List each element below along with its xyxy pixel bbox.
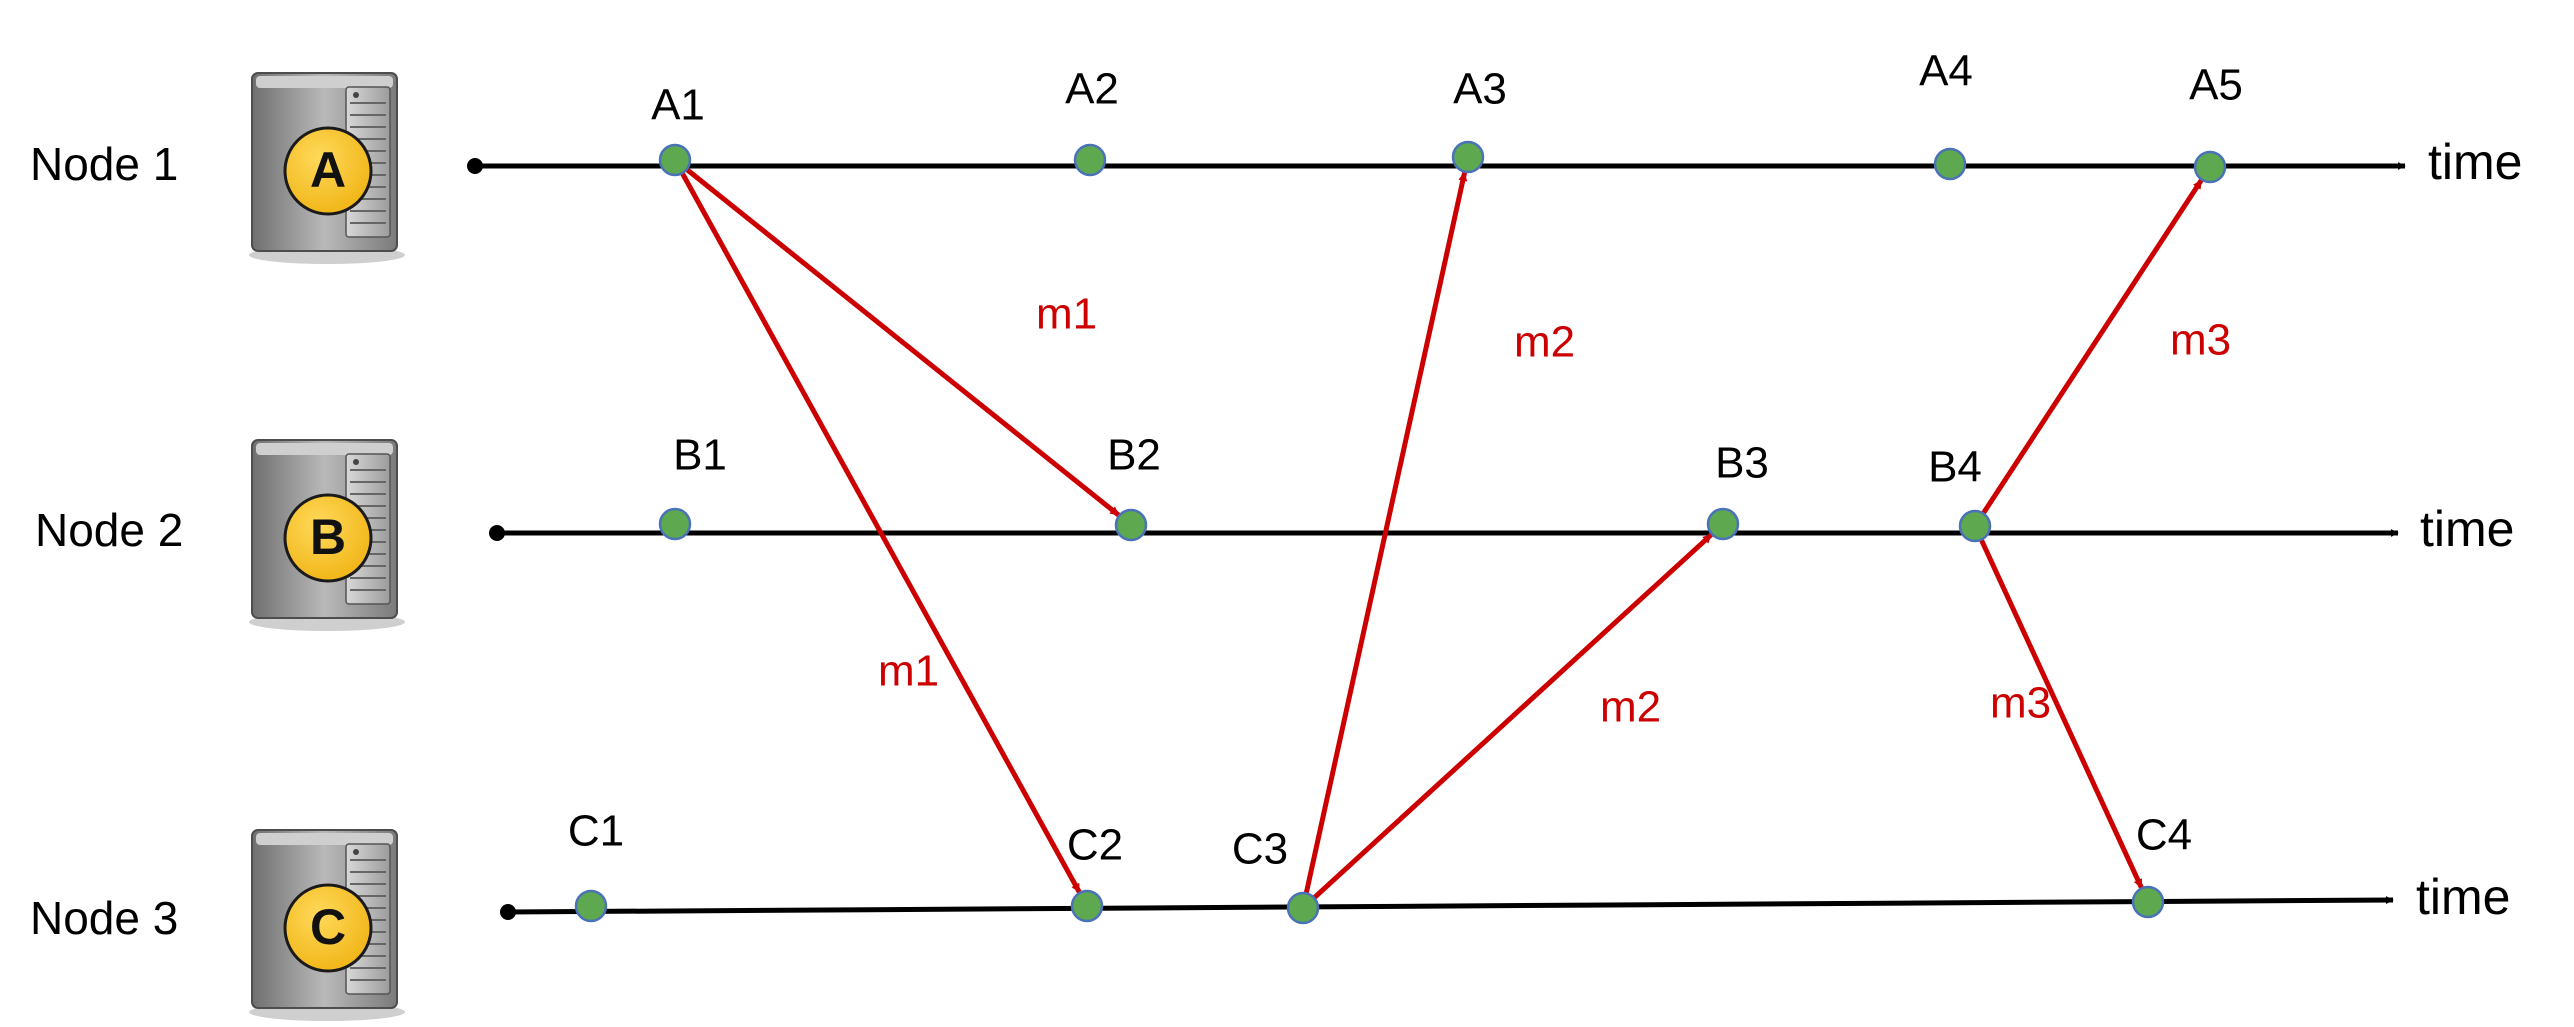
- event-dot: [1958, 509, 1992, 543]
- event-label: B2: [1107, 431, 1161, 480]
- node-badge-letter: B: [310, 509, 346, 565]
- event-B2: B2: [1107, 431, 1161, 542]
- message-m3-B4-to-A5: m3: [1972, 179, 2231, 528]
- server-icon: B: [249, 439, 405, 631]
- server-icon: A: [249, 72, 405, 264]
- event-dot: [574, 889, 608, 923]
- message-m2-C3-to-A3: m2: [1300, 171, 1575, 909]
- node-badge: C: [283, 883, 373, 973]
- event-dot: [1070, 889, 1104, 923]
- node-3: Node 3 C: [30, 829, 405, 1021]
- node-2: Node 2 B: [35, 439, 405, 631]
- event-label: A1: [651, 81, 705, 130]
- event-dot: [1933, 147, 1967, 181]
- event-dot: [658, 143, 692, 177]
- event-dot: [1706, 507, 1740, 541]
- event-dot: [1073, 143, 1107, 177]
- event-dot: [1451, 140, 1485, 174]
- event-dot: [2193, 150, 2227, 184]
- message-arrow: [673, 158, 1121, 517]
- message-label: m3: [2170, 316, 2231, 365]
- node-1: Node 1 A: [30, 72, 405, 264]
- event-label: A2: [1065, 65, 1119, 114]
- event-B4: B4: [1928, 443, 1992, 543]
- event-C1: C1: [568, 807, 624, 923]
- event-B1: B1: [658, 431, 727, 541]
- event-label: A3: [1453, 65, 1507, 114]
- event-label: C2: [1067, 821, 1123, 870]
- event-label: B3: [1715, 439, 1769, 488]
- message-arrow: [1300, 171, 1468, 909]
- event-B3: B3: [1706, 439, 1769, 541]
- message-m3-B4-to-C4: m3: [1972, 524, 2144, 889]
- event-label: C1: [568, 807, 624, 856]
- event-A2: A2: [1065, 65, 1119, 177]
- node-badge-letter: C: [310, 899, 346, 955]
- timeline-node-1: time: [467, 134, 2522, 190]
- event-A5: A5: [2189, 61, 2243, 184]
- event-C3: C3: [1232, 825, 1320, 925]
- message-label: m1: [1036, 290, 1097, 339]
- node-badge: A: [283, 126, 373, 216]
- timeline-axis: [507, 896, 2394, 915]
- message-label: m2: [1600, 683, 1661, 732]
- event-C2: C2: [1067, 821, 1123, 923]
- event-dot: [2131, 885, 2165, 919]
- message-m2-C3-to-B3: m2: [1301, 532, 1713, 910]
- node-label: Node 2: [35, 504, 183, 556]
- node-badge: B: [283, 493, 373, 583]
- event-C4: C4: [2131, 811, 2192, 919]
- server-icon: C: [249, 829, 405, 1021]
- message-arrow: [1972, 524, 2144, 889]
- event-dot: [1114, 508, 1148, 542]
- event-label: C3: [1232, 825, 1288, 874]
- event-dot: [1286, 891, 1320, 925]
- event-label: A4: [1919, 47, 1973, 96]
- message-arrow: [1972, 179, 2204, 528]
- event-dot: [658, 507, 692, 541]
- message-m1-A1-to-B2: m1: [673, 158, 1121, 517]
- message-label: m3: [1990, 679, 2051, 728]
- timeline-node-3: time: [500, 869, 2510, 925]
- event-A4: A4: [1919, 47, 1973, 181]
- event-label: C4: [2136, 811, 2192, 860]
- message-arrow: [1301, 532, 1713, 910]
- message-label: m2: [1514, 318, 1575, 367]
- time-axis-label: time: [2420, 501, 2514, 557]
- message-arrow: [672, 158, 1082, 894]
- message-label: m1: [878, 647, 939, 696]
- event-label: A5: [2189, 61, 2243, 110]
- event-label: B1: [673, 431, 727, 480]
- node-label: Node 3: [30, 892, 178, 944]
- event-A1: A1: [651, 81, 705, 177]
- event-A3: A3: [1451, 65, 1507, 174]
- time-axis-label: time: [2416, 869, 2510, 925]
- time-axis-label: time: [2428, 134, 2522, 190]
- event-label: B4: [1928, 443, 1982, 492]
- node-label: Node 1: [30, 138, 178, 190]
- timeline-node-2: time: [489, 501, 2514, 557]
- message-m1-A1-to-C2: m1: [672, 158, 1082, 894]
- node-badge-letter: A: [310, 142, 346, 198]
